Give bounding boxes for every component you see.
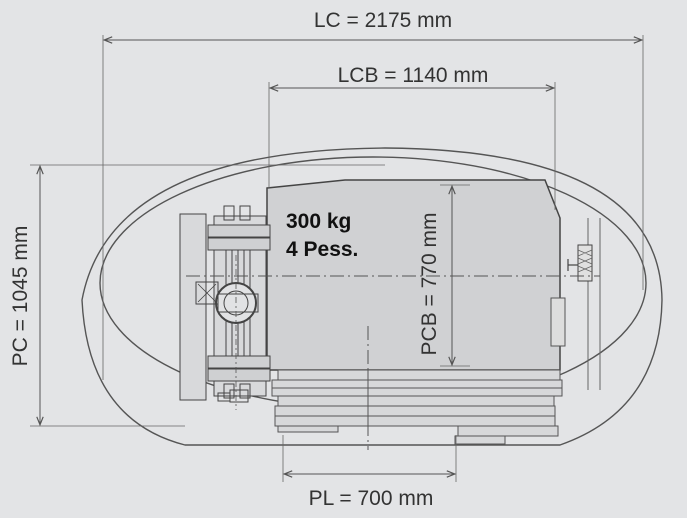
right-buffer [567,244,593,282]
capacity-load: 300 kg [286,210,351,233]
cabin-outline [266,179,561,371]
pl-label: PL = 700 mm [309,487,434,510]
lcb-label: LCB = 1140 mm [338,64,489,87]
lc-label: LC = 2175 mm [314,9,452,32]
control-panel [550,297,566,347]
drive-machine [179,205,271,403]
capacity-persons: 4 Pess. [286,238,358,261]
door-sills [271,369,563,445]
pc-label: PC = 1045 mm [9,226,32,367]
shaft-outer-wall [81,147,663,446]
pcb-label: PCB = 770 mm [418,213,441,356]
